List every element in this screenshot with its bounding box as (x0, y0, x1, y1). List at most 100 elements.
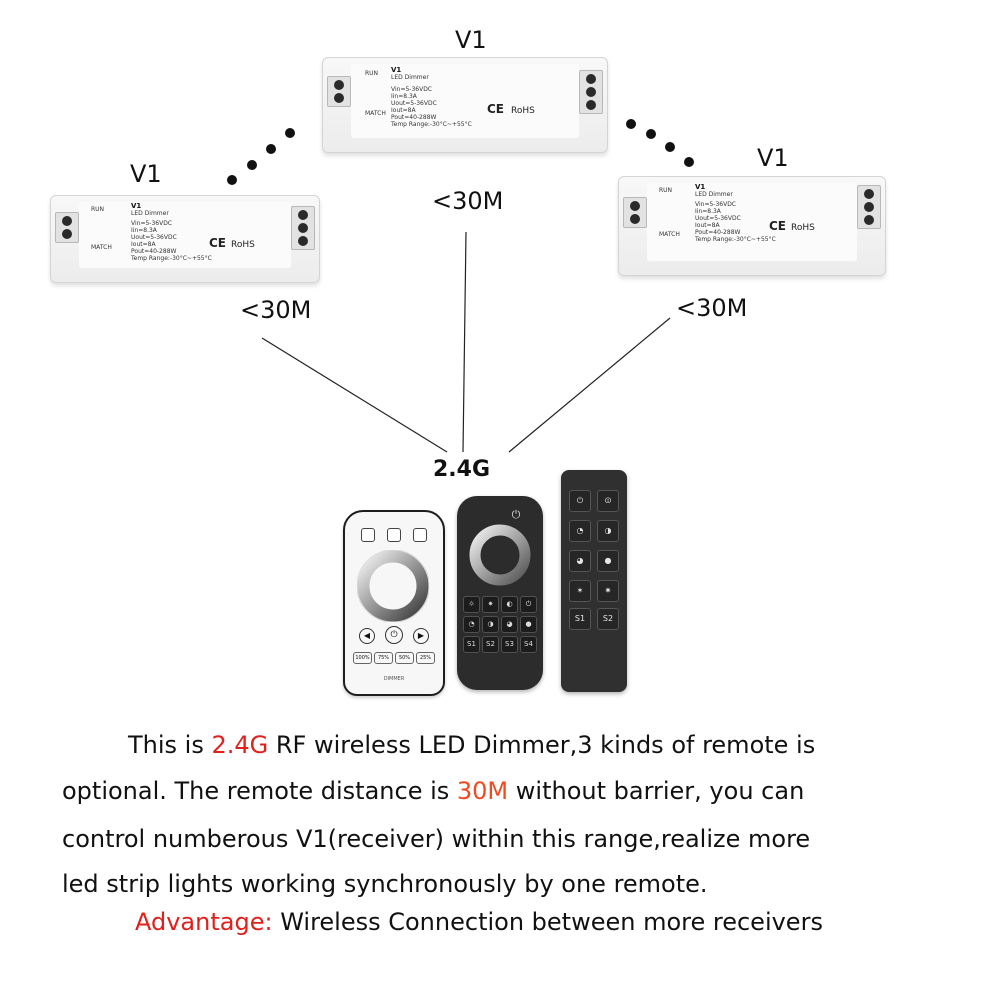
module-spec-6: Temp Range:-30°C~+55°C (131, 255, 212, 262)
highlight-frequency: 2.4G (211, 731, 269, 759)
scene-button-1: S1 (569, 608, 591, 630)
module-spec-2: Iin=8.3A (391, 93, 417, 100)
screw (586, 74, 596, 84)
rohs-mark: RoHS (791, 223, 815, 233)
module-spec-4: Iout=8A (131, 241, 156, 248)
dot (665, 142, 675, 152)
module-run: RUN (365, 70, 379, 77)
power-button: ⏻ (569, 490, 591, 512)
remote-dark: ⏻ ☼ ✷ ◐ ⏻ ◔ ◑ ◕ ● S1 S2 S3 S4 (457, 496, 543, 690)
zone-button-3 (413, 528, 427, 542)
ce-mark: CE (209, 236, 227, 250)
ce-mark: CE (487, 102, 505, 116)
module-match: MATCH (365, 110, 386, 117)
scene-button-2: S2 (597, 608, 619, 630)
screw (586, 87, 596, 97)
module-spec-5: Pout=40-288W (695, 229, 741, 236)
terminal-right (857, 185, 881, 229)
dot (227, 175, 237, 185)
level-button-3: ◕ (501, 616, 518, 633)
receiver-module-top: V1 LED Dimmer RUN MATCH Vin=5-36VDC Iin=… (322, 57, 608, 153)
receiver-module-right: V1 LED Dimmer RUN MATCH Vin=5-36VDC Iin=… (618, 176, 886, 276)
module-spec-5: Pout=40-288W (131, 248, 177, 255)
receiver-label-right: V1 (757, 144, 789, 172)
module-face (647, 183, 857, 261)
description-line-4: led strip lights working synchronously b… (62, 870, 708, 898)
level-button-1: ◔ (463, 616, 480, 633)
module-title: V1 (391, 66, 402, 74)
module-spec-6: Temp Range:-30°C~+55°C (391, 121, 472, 128)
signal-line-left (261, 337, 448, 453)
module-run: RUN (659, 187, 673, 194)
module-spec-2: Iin=8.3A (131, 227, 157, 234)
preset-75: 75% (374, 652, 393, 664)
module-spec-3: Uout=5-36VDC (695, 215, 741, 222)
description-text: optional. The remote distance is (62, 777, 457, 805)
signal-line-right (508, 317, 671, 453)
preset-50: 50% (395, 652, 414, 664)
dimming-wheel-icon (469, 524, 531, 586)
screw (864, 215, 874, 225)
receiver-module-left: V1 LED Dimmer RUN MATCH Vin=5-36VDC Iin=… (50, 195, 320, 283)
advantage-label: Advantage: (135, 908, 273, 936)
module-face (351, 64, 579, 138)
scene-button-4: S4 (520, 636, 537, 653)
level-button-1: ◔ (569, 520, 591, 542)
module-run: RUN (91, 206, 105, 213)
dimming-wheel-icon (357, 550, 429, 622)
module-spec-3: Uout=5-36VDC (391, 100, 437, 107)
terminal-left (55, 212, 79, 243)
ce-mark: CE (769, 219, 787, 233)
rohs-mark: RoHS (511, 106, 535, 116)
distance-label-left: <30M (240, 296, 312, 324)
preset-buttons: 100% 75% 50% 25% (353, 652, 435, 664)
preset-100: 100% (353, 652, 372, 664)
module-spec-1: Vin=5-36VDC (391, 86, 433, 93)
module-title: V1 (131, 202, 142, 210)
screw (334, 93, 344, 103)
brightness-up-button: ✷ (597, 580, 619, 602)
receiver-label-left: V1 (130, 160, 162, 188)
terminal-left (623, 197, 647, 228)
distance-label-right: <30M (676, 294, 748, 322)
mode-button: ◐ (501, 596, 518, 613)
module-spec-5: Pout=40-288W (391, 114, 437, 121)
dot (266, 144, 276, 154)
power-button: ⏻ (520, 596, 537, 613)
level-button-2: ◑ (482, 616, 499, 633)
distance-label-center: <30M (432, 187, 504, 215)
module-spec-1: Vin=5-36VDC (695, 201, 737, 208)
module-spec-2: Iin=8.3A (695, 208, 721, 215)
module-match: MATCH (91, 244, 112, 251)
frequency-label: 2.4G (433, 457, 491, 482)
brightness-down-button: ✶ (569, 580, 591, 602)
remote-bar: ⏻ ⏼ ◔ ◑ ◕ ● ✶ ✷ S1 S2 (561, 470, 627, 692)
module-title: V1 (695, 183, 706, 191)
remote-brand: DIMMER (383, 676, 405, 682)
advantage-line: Advantage: Wireless Connection between m… (135, 908, 823, 936)
left-arrow-button: ◀ (359, 628, 375, 644)
level-button-2: ◑ (597, 520, 619, 542)
level-button-3: ◕ (569, 550, 591, 572)
dot (247, 160, 257, 170)
level-button-4: ● (597, 550, 619, 572)
description-text: This is (128, 731, 212, 759)
zone-button-1 (361, 528, 375, 542)
module-spec-6: Temp Range:-30°C~+55°C (695, 236, 776, 243)
power-button: ⏻ (385, 626, 403, 644)
screw (334, 80, 344, 90)
module-spec-4: Iout=8A (695, 222, 720, 229)
off-button: ⏼ (597, 490, 619, 512)
screw (298, 223, 308, 233)
screw (62, 229, 72, 239)
dot (646, 129, 656, 139)
module-match: MATCH (659, 231, 680, 238)
module-subtitle: LED Dimmer (131, 210, 169, 217)
scene-button-3: S3 (501, 636, 518, 653)
description-line-2: optional. The remote distance is 30M wit… (62, 777, 804, 805)
description-line-3: control numberous V1(receiver) within th… (62, 825, 811, 853)
remote-white: ◀ ⏻ ▶ 100% 75% 50% 25% DIMMER (343, 510, 445, 696)
screw (298, 210, 308, 220)
rohs-mark: RoHS (231, 240, 255, 250)
